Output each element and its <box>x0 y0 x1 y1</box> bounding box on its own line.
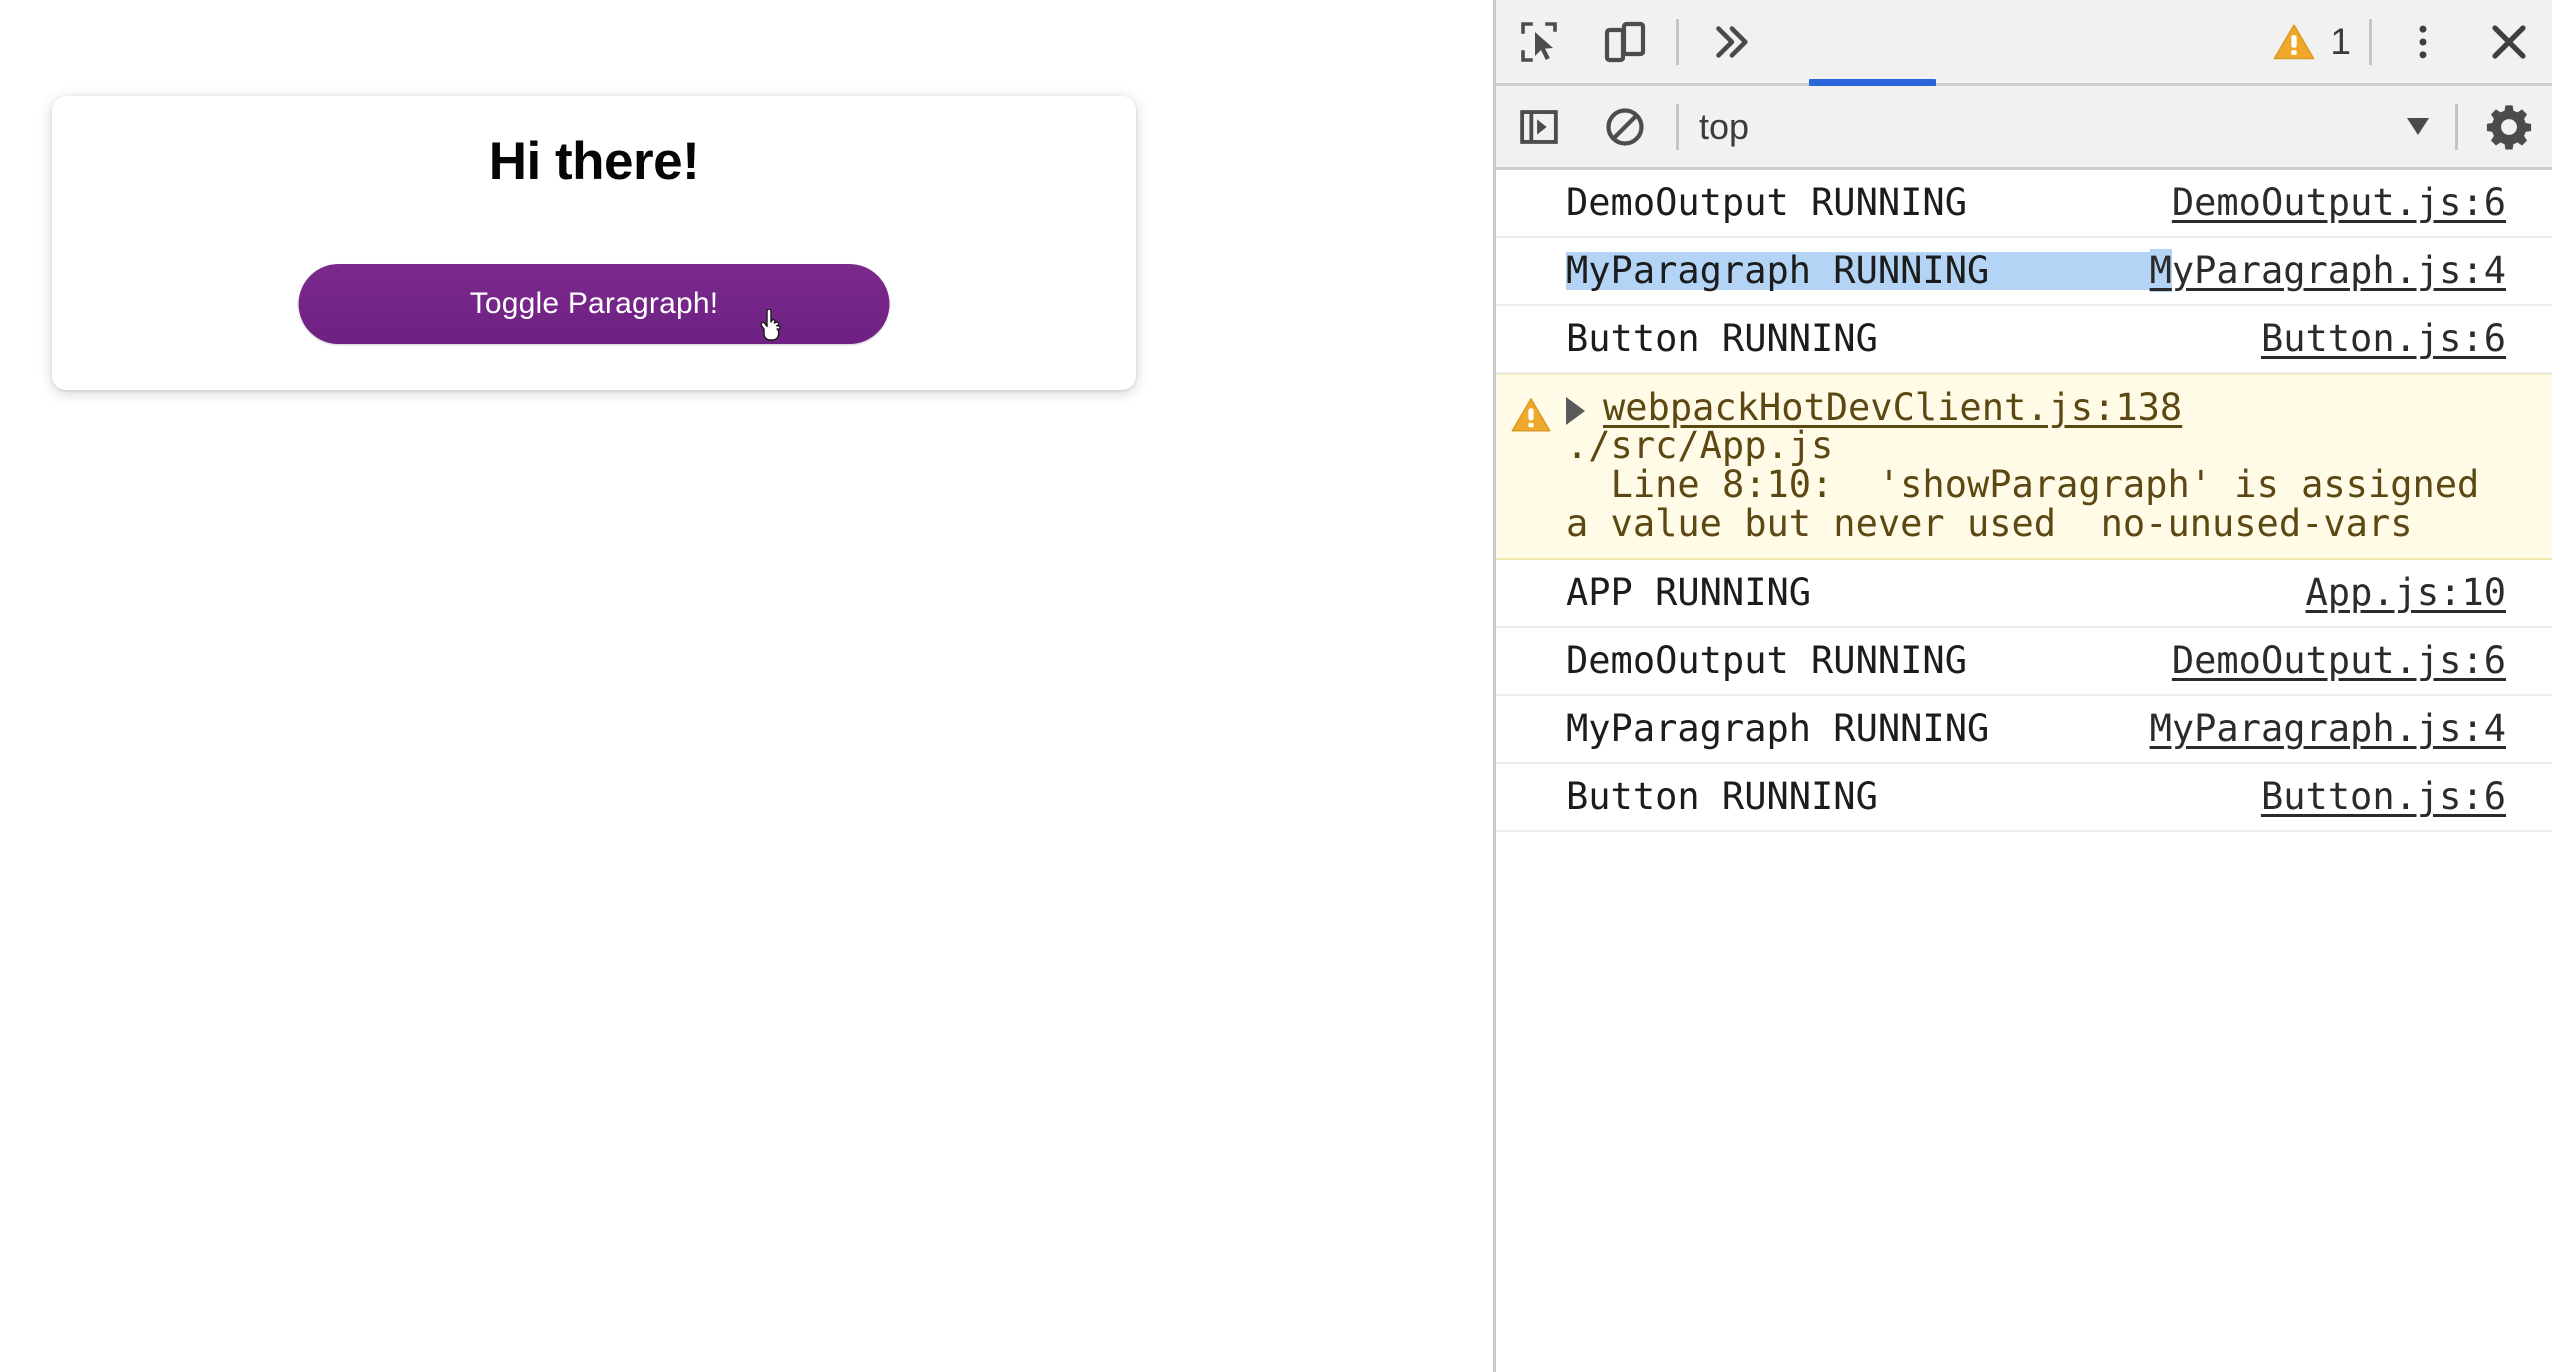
demo-card: Hi there! Toggle Paragraph! <box>52 96 1136 390</box>
console-message-my-paragraph-2[interactable]: MyParagraph RUNNING MyParagraph.js:4 <box>1496 696 2552 765</box>
source-link-first-char: M <box>2149 249 2172 293</box>
console-sidebar-toggle-icon[interactable] <box>1496 84 1582 170</box>
inspect-element-icon[interactable] <box>1496 0 1582 85</box>
message-body: DemoOutput RUNNING DemoOutput.js:6 <box>1566 181 2552 224</box>
close-icon <box>2492 24 2526 59</box>
more-tabs-overflow-button[interactable] <box>1687 0 1773 85</box>
message-body: MyParagraph RUNNING MyParagraph.js:4 <box>1566 710 2552 748</box>
source-link[interactable]: DemoOutput.js:6 <box>2171 181 2506 224</box>
message-text: MyParagraph RUNNING <box>1566 707 1990 751</box>
message-gutter <box>1496 574 1566 578</box>
source-link[interactable]: MyParagraph.js:4 <box>2149 707 2506 751</box>
source-link[interactable]: Button.js:6 <box>2260 317 2506 361</box>
message-text: DemoOutput RUNNING <box>1566 639 1967 683</box>
warning-header: webpackHotDevClient.js:138 <box>1566 389 2552 427</box>
filterbar-divider-1 <box>1676 103 1679 150</box>
message-text: Button RUNNING <box>1566 317 1878 361</box>
toolbar-divider-1 <box>1676 18 1679 65</box>
message-gutter <box>1496 320 1566 324</box>
console-message-webpack-warning[interactable]: webpackHotDevClient.js:138./src/App.js L… <box>1496 374 2552 560</box>
console-message-demo-output-1[interactable]: DemoOutput RUNNING DemoOutput.js:6 <box>1496 170 2552 239</box>
device-toolbar-icon-glyph <box>1604 21 1646 62</box>
active-tab-indicator <box>1809 79 1936 86</box>
warning-count-badge[interactable]: 1 <box>2261 19 2361 65</box>
message-body: Button RUNNING Button.js:6 <box>1566 320 2552 358</box>
message-text: APP RUNNING <box>1566 570 1812 614</box>
warning-detail-text: ./src/App.js Line 8:10: 'showParagraph' … <box>1566 424 2480 546</box>
execution-context-value: top <box>1699 105 1750 147</box>
page-title: Hi there! <box>488 132 700 191</box>
clear-console-glyph <box>1606 107 1644 146</box>
disclosure-triangle-icon[interactable] <box>1566 397 1585 426</box>
console-message-demo-output-2[interactable]: DemoOutput RUNNING DemoOutput.js:6 <box>1496 628 2552 697</box>
execution-context-selector[interactable]: top <box>1687 85 2447 169</box>
kebab-menu-icon[interactable] <box>2380 0 2466 85</box>
source-link[interactable]: App.js:10 <box>2305 570 2506 614</box>
message-gutter <box>1496 710 1566 714</box>
message-gutter <box>1496 184 1566 188</box>
chevron-down-icon <box>2407 118 2429 135</box>
message-gutter <box>1496 252 1566 256</box>
warning-count-label: 1 <box>2330 21 2351 62</box>
console-filter-bar: top <box>1496 86 2552 170</box>
message-gutter <box>1496 778 1566 782</box>
device-toolbar-icon[interactable] <box>1582 0 1668 85</box>
warning-triangle-icon <box>1511 398 1551 432</box>
warning-content: webpackHotDevClient.js:138./src/App.js L… <box>1566 389 2552 544</box>
source-link[interactable]: DemoOutput.js:6 <box>2171 639 2506 683</box>
message-body: APP RUNNING App.js:10 <box>1566 570 2552 614</box>
source-link[interactable]: Button.js:6 <box>2260 775 2506 819</box>
source-link[interactable]: webpackHotDevClient.js:138 <box>1603 386 2183 430</box>
console-message-button-1[interactable]: Button RUNNING Button.js:6 <box>1496 306 2552 375</box>
toolbar-divider-2 <box>2369 18 2372 65</box>
message-gutter <box>1496 642 1566 646</box>
toggle-paragraph-button[interactable]: Toggle Paragraph! <box>298 264 890 344</box>
message-text: MyParagraph RUNNING <box>1566 251 2150 291</box>
devtools-toolbar: 1 <box>1496 0 2552 86</box>
message-body: DemoOutput RUNNING DemoOutput.js:6 <box>1566 639 2552 683</box>
inspect-element-icon-glyph <box>1521 21 1557 62</box>
devtools-panel: 1 <box>1493 0 2552 1372</box>
chevron-double-right-icon <box>1716 25 1748 58</box>
console-settings-button[interactable] <box>2466 84 2552 170</box>
message-gutter <box>1496 389 1566 437</box>
message-body: Button RUNNING Button.js:6 <box>1566 778 2552 816</box>
message-text: Button RUNNING <box>1566 775 1878 819</box>
console-sidebar-toggle-glyph <box>1520 109 1558 144</box>
source-link[interactable]: MyParagraph.js:4 <box>2149 249 2506 293</box>
filterbar-divider-2 <box>2455 103 2458 150</box>
gear-icon <box>2486 104 2532 149</box>
kebab-menu-icon-glyph <box>2419 25 2427 58</box>
console-message-app-1[interactable]: APP RUNNING App.js:10 <box>1496 560 2552 629</box>
clear-console-icon[interactable] <box>1582 84 1668 170</box>
console-message-button-2[interactable]: Button RUNNING Button.js:6 <box>1496 764 2552 833</box>
web-page-viewport: Hi there! Toggle Paragraph! <box>52 96 1136 390</box>
message-text: DemoOutput RUNNING <box>1566 181 1967 224</box>
close-devtools-button[interactable] <box>2466 0 2552 85</box>
warning-triangle-icon <box>2274 23 2315 59</box>
